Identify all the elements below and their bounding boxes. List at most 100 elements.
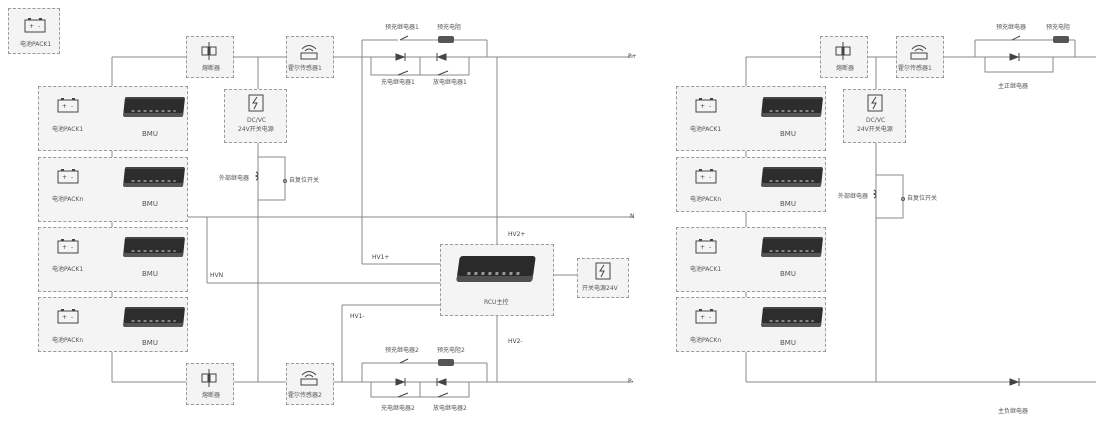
bmu-device-image <box>122 307 186 327</box>
reset-switch-label: 自复位开关 <box>907 195 938 202</box>
bmu-device-image <box>122 97 186 117</box>
svg-text:+: + <box>700 103 705 110</box>
bmu-label: BMU <box>142 339 158 347</box>
hv2-minus-label: HV2- <box>508 338 523 345</box>
svg-text:+: + <box>700 314 705 321</box>
battery-icon: +- <box>695 309 717 324</box>
svg-text:-: - <box>709 314 711 321</box>
precharge-relay-label: 预充继电器1 <box>385 24 419 31</box>
battery-icon: +- <box>24 18 46 33</box>
dcdc-sub-label: 24V开关电源 <box>857 126 893 133</box>
fuse-box <box>820 36 868 78</box>
bmu-label: BMU <box>780 200 796 208</box>
svg-text:-: - <box>709 174 711 181</box>
bmu-label: BMU <box>780 270 796 278</box>
precharge-resistor-label: 预充电阻 <box>437 24 462 31</box>
hall-sensor-box <box>896 36 944 78</box>
bmu-label: BMU <box>142 200 158 208</box>
precharge-relay-label: 预充继电器2 <box>385 347 419 354</box>
bmu-device-image <box>122 167 186 187</box>
bmu-device-image <box>760 167 824 187</box>
dcdc-label: DC/VC <box>247 117 267 124</box>
discharge-relay-label: 放电继电器2 <box>433 405 467 412</box>
pack-label: 电池PACKn <box>52 337 84 344</box>
svg-text:+: + <box>29 23 34 30</box>
hall-sensor-label: 霍尔传感器1 <box>288 65 322 72</box>
bmu-label: BMU <box>142 270 158 278</box>
pack-label: 电池PACKn <box>52 196 84 203</box>
battery-icon: +- <box>57 309 79 324</box>
dcdc-label: DC/VC <box>866 117 886 124</box>
power-supply-icon <box>595 262 611 280</box>
hall-sensor-label: 霍尔传感器2 <box>288 392 322 399</box>
svg-text:+: + <box>62 244 67 251</box>
fuse-box-bottom <box>186 363 234 405</box>
svg-text:-: - <box>38 23 40 30</box>
pack-label: 电池PACK1 <box>690 126 722 133</box>
p-minus-terminal: P- <box>628 378 634 385</box>
sensor-icon <box>300 371 318 386</box>
battery-icon: +- <box>695 98 717 113</box>
bmu-label: BMU <box>780 339 796 347</box>
bmu-device-image <box>760 237 824 257</box>
battery-pack-box-top <box>8 8 60 54</box>
pack-bmu-box-1 <box>676 86 826 151</box>
battery-icon: +- <box>695 239 717 254</box>
fuse-label: 熔断器 <box>836 65 855 72</box>
svg-text:-: - <box>709 103 711 110</box>
svg-text:+: + <box>700 244 705 251</box>
svg-text:+: + <box>62 103 67 110</box>
hv1-minus-label: HV1- <box>350 313 365 320</box>
external-relay-label: 外部继电器 <box>838 193 869 200</box>
dcdc-box <box>843 89 906 143</box>
rcu-label: RCU主控 <box>484 299 509 306</box>
fuse-icon <box>201 369 217 387</box>
main-negative-relay-label: 主负继电器 <box>998 408 1029 415</box>
power-supply-icon <box>867 94 883 112</box>
hvn-label: HVN <box>210 272 224 279</box>
hv1-plus-label: HV1+ <box>372 254 390 261</box>
psu-box <box>577 258 629 298</box>
bmu-label: BMU <box>142 130 158 138</box>
svg-text:+: + <box>62 314 67 321</box>
battery-icon: +- <box>695 169 717 184</box>
discharge-relay-label: 放电继电器1 <box>433 79 467 86</box>
svg-text:+: + <box>62 174 67 181</box>
battery-icon: +- <box>57 169 79 184</box>
psu-label: 开关电源24V <box>582 285 618 292</box>
svg-text:-: - <box>71 174 73 181</box>
svg-text:+: + <box>700 174 705 181</box>
fuse-box-top <box>186 36 234 78</box>
sensor-icon <box>300 45 318 60</box>
precharge-relay-label: 预充继电器 <box>996 24 1027 31</box>
charge-relay-label: 充电继电器2 <box>381 405 415 412</box>
bmu-device-image <box>760 97 824 117</box>
pack-bmu-box-1 <box>38 86 188 151</box>
svg-text:-: - <box>71 244 73 251</box>
dcdc-box <box>224 89 287 143</box>
power-supply-icon <box>248 94 264 112</box>
bmu-device-image <box>760 307 824 327</box>
bmu-device-image <box>122 237 186 257</box>
rcu-device-image <box>456 256 536 282</box>
external-relay-label: 外部继电器 <box>219 175 250 182</box>
svg-text:-: - <box>71 103 73 110</box>
fuse-icon <box>201 42 217 60</box>
charge-relay-label: 充电继电器1 <box>381 79 415 86</box>
fuse-label: 熔断器 <box>202 392 221 399</box>
battery-icon: +- <box>57 239 79 254</box>
pack-label: 电池PACK1 <box>52 126 84 133</box>
p-plus-terminal: P+ <box>628 53 637 60</box>
hall-sensor-box-top <box>286 36 334 78</box>
sensor-icon <box>910 45 928 60</box>
pack-label: 电池PACK1 <box>690 266 722 273</box>
fuse-label: 熔断器 <box>202 65 221 72</box>
reset-switch-label: 自复位开关 <box>289 177 320 184</box>
dcdc-sub-label: 24V开关电源 <box>238 126 274 133</box>
battery-pack-label: 电池PACK1 <box>20 41 52 48</box>
precharge-resistor-label: 预充电阻2 <box>437 347 465 354</box>
pack-label: 电池PACKn <box>690 337 722 344</box>
svg-text:-: - <box>71 314 73 321</box>
hv2-plus-label: HV2+ <box>508 231 526 238</box>
n-terminal: N <box>630 213 635 220</box>
